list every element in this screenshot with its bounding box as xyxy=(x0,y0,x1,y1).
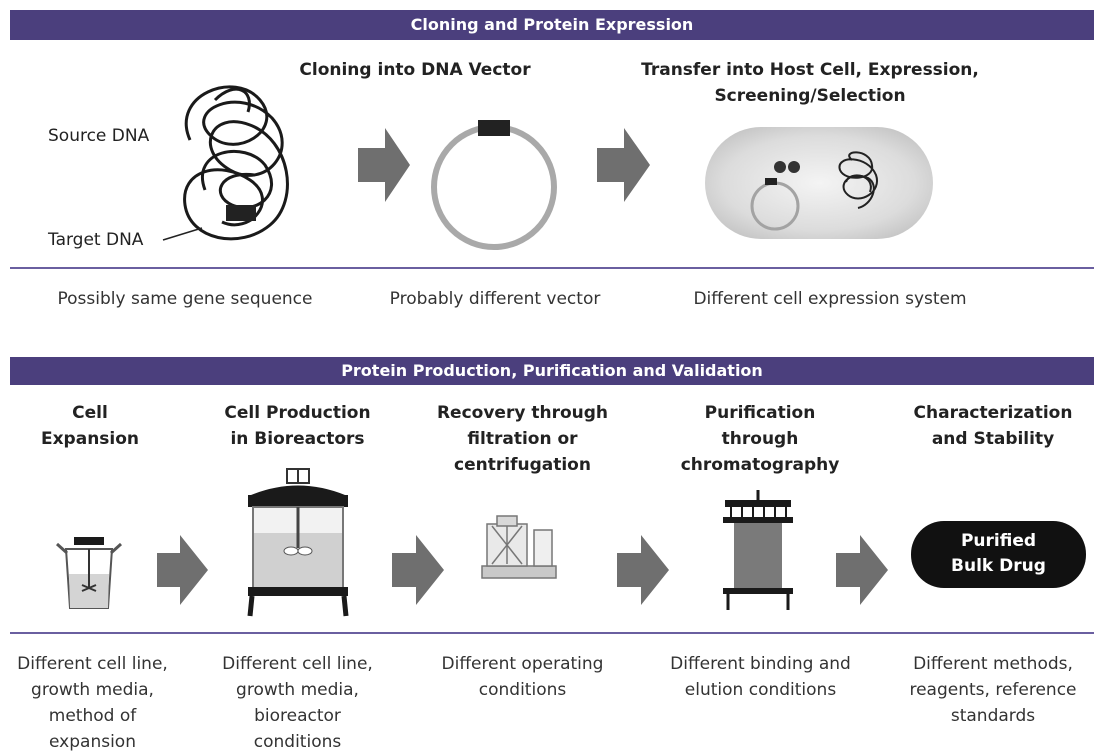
host-cell-icon xyxy=(705,127,933,239)
chromosome-icon xyxy=(838,151,878,209)
note-purification: Different binding and elution conditions xyxy=(670,654,851,700)
arrow-icon-2 xyxy=(597,128,650,202)
top-divider xyxy=(10,267,1094,269)
step-heading-cloning-vector: Cloning into DNA Vector xyxy=(299,60,531,80)
cell-dot-icon xyxy=(788,161,800,173)
dna-vector-ring-icon xyxy=(431,124,557,250)
purified-bulk-drug-label: Purified Bulk Drug xyxy=(951,531,1046,576)
note-recovery: Different operating conditions xyxy=(441,654,604,700)
step-heading-host-transfer: Transfer into Host Cell, Expression, Scr… xyxy=(641,60,979,106)
step-heading-recovery: Recovery through filtration or centrifug… xyxy=(436,403,609,475)
source-dna-icon xyxy=(183,85,289,241)
vector-insert-icon xyxy=(478,120,510,136)
arrow-icon-5 xyxy=(617,535,669,605)
arrow-icon-3 xyxy=(157,535,208,605)
note-expression-system: Different cell expression system xyxy=(693,289,967,309)
note-cell-expansion: Different cell line, growth media, metho… xyxy=(17,654,168,752)
note-gene-sequence: Possibly same gene sequence xyxy=(57,289,313,309)
expansion-flask-icon xyxy=(55,537,123,609)
production-banner: Protein Production, Purification and Val… xyxy=(10,357,1094,385)
target-dna-label: Target DNA xyxy=(48,230,144,250)
target-dna-pointer xyxy=(162,227,203,241)
note-vector: Probably different vector xyxy=(389,289,601,309)
arrow-icon-6 xyxy=(836,535,888,605)
note-bioreactors: Different cell line, growth media, biore… xyxy=(222,654,373,752)
centrifuge-icon xyxy=(481,515,557,579)
cell-dot-icon xyxy=(774,161,786,173)
bioreactor-icon xyxy=(247,468,349,617)
arrow-icon-1 xyxy=(358,128,410,202)
purified-bulk-drug-badge xyxy=(911,521,1086,588)
step-heading-cell-expansion: Cell Expansion xyxy=(40,403,140,449)
small-vector-insert-icon xyxy=(765,178,777,185)
target-dna-segment xyxy=(226,205,256,221)
step-heading-purification: Purification through chromatography xyxy=(680,403,840,475)
note-characterization: Different methods, reagents, reference s… xyxy=(909,654,1077,726)
step-heading-characterization: Characterization and Stability xyxy=(913,403,1073,449)
cloning-banner: Cloning and Protein Expression xyxy=(10,10,1094,40)
step-heading-bioreactors: Cell Production in Bioreactors xyxy=(224,403,371,449)
chromatography-column-icon xyxy=(723,490,793,610)
bottom-divider xyxy=(10,632,1094,634)
arrow-icon-4 xyxy=(392,535,444,605)
source-dna-label: Source DNA xyxy=(48,126,150,146)
